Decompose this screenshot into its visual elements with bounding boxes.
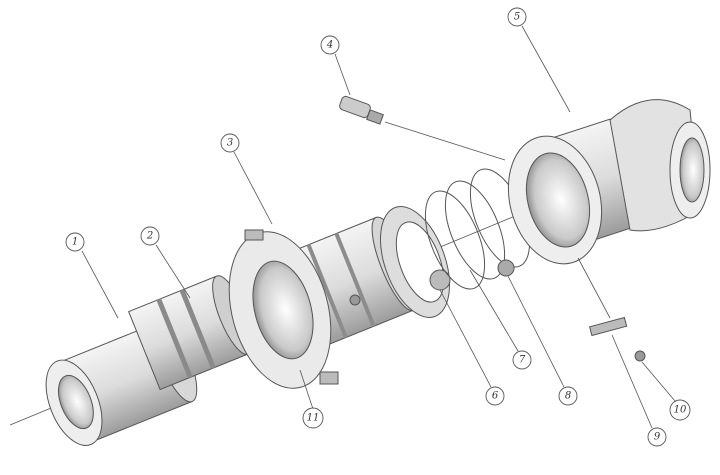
callout-2: 2 — [140, 226, 160, 246]
svg-text:7: 7 — [519, 355, 526, 366]
svg-text:11: 11 — [307, 413, 320, 424]
part-4-grease-fitting — [339, 95, 384, 125]
callout-4: 4 — [320, 35, 340, 55]
callout-3: 3 — [220, 133, 240, 153]
svg-text:8: 8 — [565, 391, 571, 402]
part-5-elbow-housing — [507, 99, 711, 265]
svg-text:5: 5 — [514, 12, 520, 23]
callout-11: 11 — [302, 407, 324, 429]
part-10-small-nut — [634, 350, 646, 362]
callout-1: 1 — [65, 232, 85, 252]
leader-lines — [81, 25, 676, 429]
callout-8: 8 — [558, 386, 578, 406]
svg-text:3: 3 — [227, 138, 233, 149]
svg-text:9: 9 — [654, 432, 661, 443]
svg-text:2: 2 — [146, 231, 153, 242]
part-4-arrow — [384, 121, 506, 161]
svg-text:4: 4 — [326, 40, 333, 51]
part-9-key — [588, 316, 628, 337]
callout-6: 6 — [485, 386, 505, 406]
svg-text:10: 10 — [674, 405, 687, 416]
part-8-screw — [497, 259, 515, 277]
callout-9: 9 — [647, 427, 667, 447]
part-11-set-screw-hole — [349, 294, 361, 306]
callout-5: 5 — [507, 7, 527, 27]
callout-10: 10 — [669, 399, 691, 421]
part-7-seal-rings — [424, 168, 531, 290]
svg-text:1: 1 — [72, 237, 78, 248]
callout-7: 7 — [512, 350, 532, 370]
part-6-ring — [380, 206, 451, 318]
svg-text:6: 6 — [492, 391, 499, 402]
